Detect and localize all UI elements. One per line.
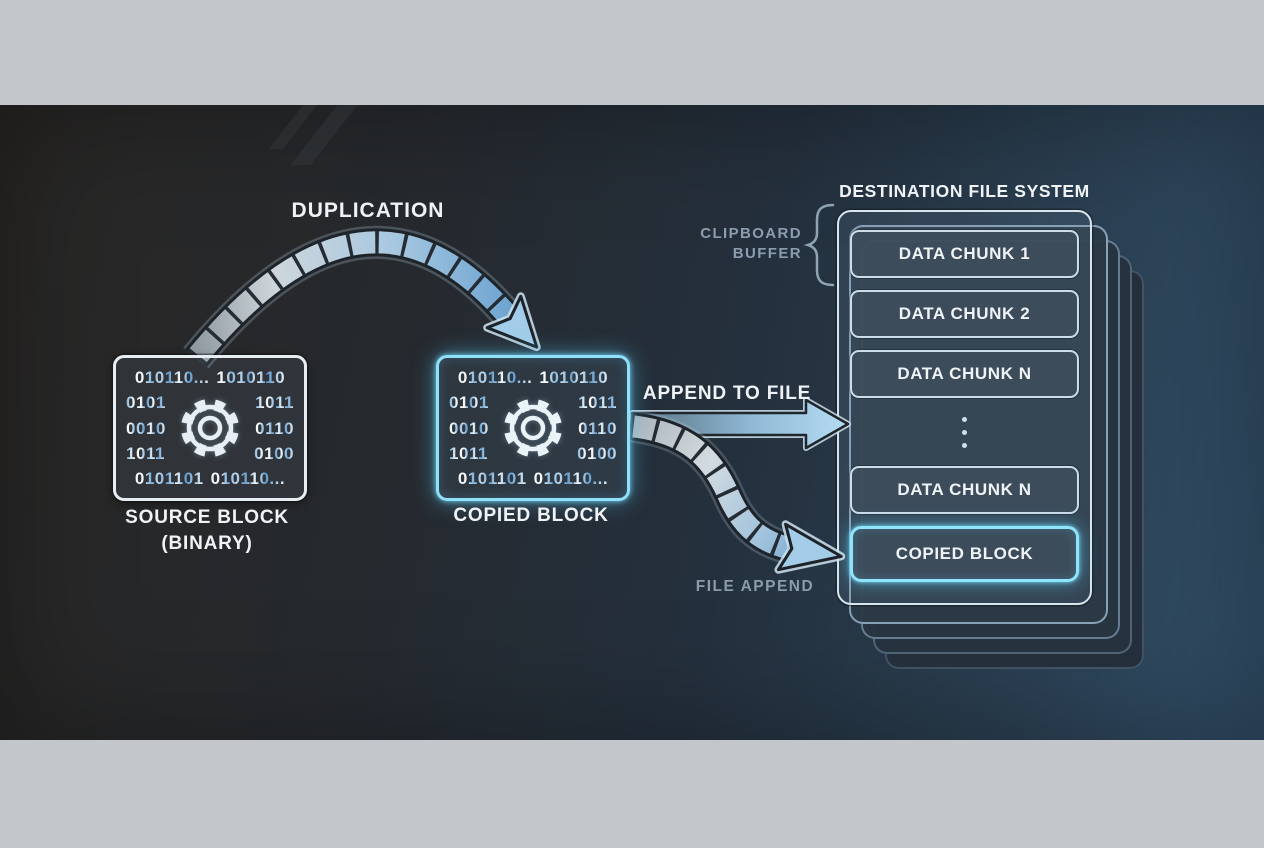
source-block-label: SOURCE BLOCK (BINARY) [107,505,307,557]
frame-bottom [0,740,1264,848]
data-chunk-2: DATA CHUNK 2 [850,290,1079,338]
ellipsis-dot [962,416,967,422]
source-block-title: SOURCE BLOCK [125,507,289,528]
clipboard-buffer-line2: BUFFER [732,245,802,262]
copied-block-chunk: COPIED BLOCK [850,526,1079,582]
ellipsis-dot [962,429,967,435]
copied-block-label: COPIED BLOCK [453,505,609,526]
file-append-label: FILE APPEND [695,578,815,595]
binary-row: 010110...1010110 [134,368,286,387]
source-block-subtitle: (BINARY) [161,533,253,554]
gear-icon [181,399,239,457]
data-chunk-1: DATA CHUNK 1 [850,230,1079,278]
ellipsis-dots [850,410,1079,454]
data-chunk-n: DATA CHUNK N [850,350,1079,398]
append-to-file-label: APPEND TO FILE [642,383,812,404]
clipboard-buffer-line1: CLIPBOARD [700,225,802,242]
destination-title: DESTINATION FILE SYSTEM [839,181,1090,201]
frame-top [0,0,1264,105]
binary-row: 010110...1010110 [457,368,609,387]
destination-card: DATA CHUNK 1 DATA CHUNK 2 DATA CHUNK N D… [837,210,1092,605]
data-chunk-n-2: DATA CHUNK N [850,466,1079,514]
clipboard-buffer-label: CLIPBOARD BUFFER [642,224,802,264]
gear-icon [504,399,562,457]
duplication-label: DUPLICATION [291,199,445,222]
ellipsis-dot [962,442,967,448]
